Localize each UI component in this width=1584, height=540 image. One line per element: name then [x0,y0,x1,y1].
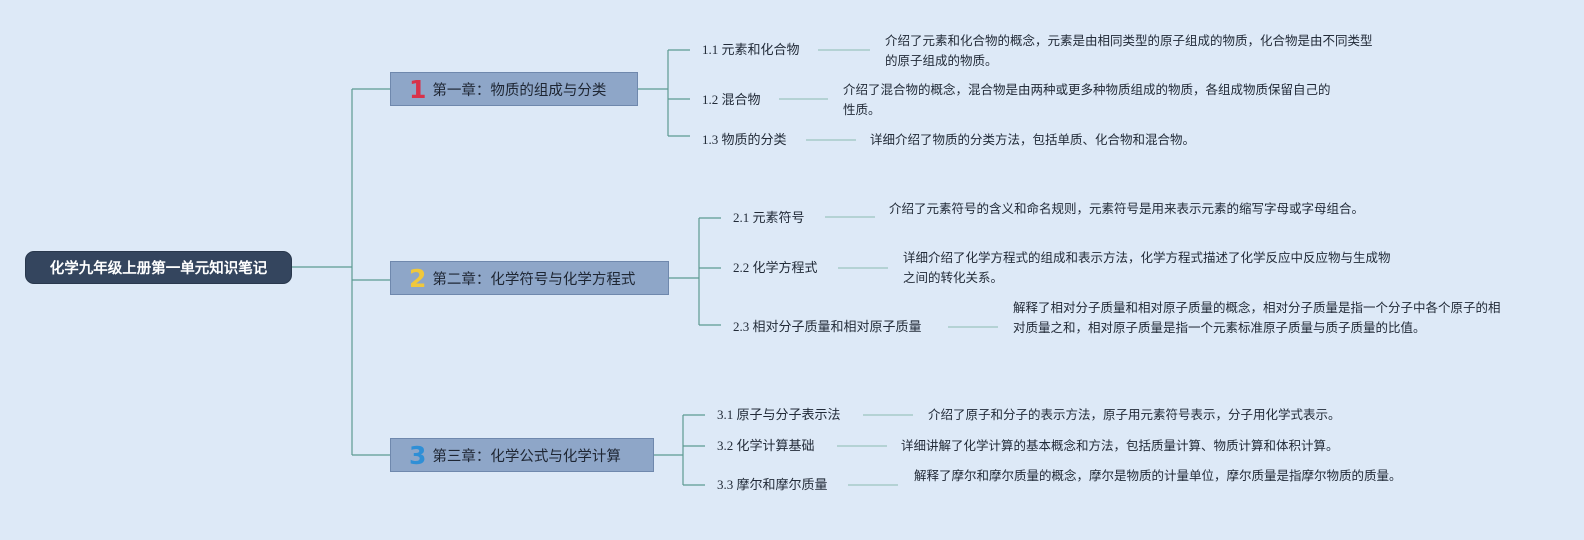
chapter-1-node[interactable]: 1 第一章：物质的组成与分类 [390,72,638,106]
section-3-1[interactable]: 3.1 原子与分子表示法 [717,407,841,422]
number-1-icon: 1 [409,74,427,104]
section-1-3[interactable]: 1.3 物质的分类 [702,132,787,147]
section-2-2[interactable]: 2.2 化学方程式 [733,260,818,275]
section-2-3[interactable]: 2.3 相对分子质量和相对原子质量 [733,319,922,334]
chapter-3-node[interactable]: 3 第三章：化学公式与化学计算 [390,438,654,472]
section-3-3[interactable]: 3.3 摩尔和摩尔质量 [717,477,828,492]
section-3-1-desc: 介绍了原子和分子的表示方法，原子用元素符号表示，分子用化学式表示。 [928,407,1341,422]
section-1-2[interactable]: 1.2 混合物 [702,92,761,107]
chapter-2-node[interactable]: 2 第二章：化学符号与化学方程式 [390,261,669,295]
section-1-1[interactable]: 1.1 元素和化合物 [702,42,800,57]
section-1-1-desc: 介绍了元素和化合物的概念，元素是由相同类型的原子组成的物质，化合物是由不同类型的… [885,33,1373,68]
section-3-2-desc: 详细讲解了化学计算的基本概念和方法，包括质量计算、物质计算和体积计算。 [901,438,1339,453]
chapter-2-title: 第二章：化学符号与化学方程式 [432,271,636,288]
root-topic[interactable]: 化学九年级上册第一单元知识笔记 [25,251,292,284]
number-2-icon: 2 [409,263,427,293]
connector-ch3 [653,414,705,486]
connector-root [292,88,392,456]
section-3-3-desc: 解释了摩尔和摩尔质量的概念，摩尔是物质的计量单位，摩尔质量是指摩尔物质的质量。 [914,468,1402,483]
connector-ch1 [637,49,690,137]
root-title: 化学九年级上册第一单元知识笔记 [49,261,268,277]
section-2-1[interactable]: 2.1 元素符号 [733,210,805,225]
section-3-2[interactable]: 3.2 化学计算基础 [717,438,815,453]
chapter-1-title: 第一章：物质的组成与分类 [432,82,607,99]
section-1-2-desc: 介绍了混合物的概念，混合物是由两种或更多种物质组成的物质，各组成物质保留自己的性… [843,82,1331,117]
section-2-1-desc: 介绍了元素符号的含义和命名规则，元素符号是用来表示元素的缩写字母或字母组合。 [889,201,1365,216]
section-2-2-desc: 详细介绍了化学方程式的组成和表示方法，化学方程式描述了化学反应中反应物与生成物之… [903,250,1391,285]
section-1-3-desc: 详细介绍了物质的分类方法，包括单质、化合物和混合物。 [870,132,1196,147]
chapter-3-title: 第三章：化学公式与化学计算 [432,448,621,465]
section-2-3-desc: 解释了相对分子质量和相对原子质量的概念，相对分子质量是指一个分子中各个原子的相对… [1013,300,1501,335]
connector-ch2 [668,217,721,326]
number-3-icon: 3 [409,440,427,470]
